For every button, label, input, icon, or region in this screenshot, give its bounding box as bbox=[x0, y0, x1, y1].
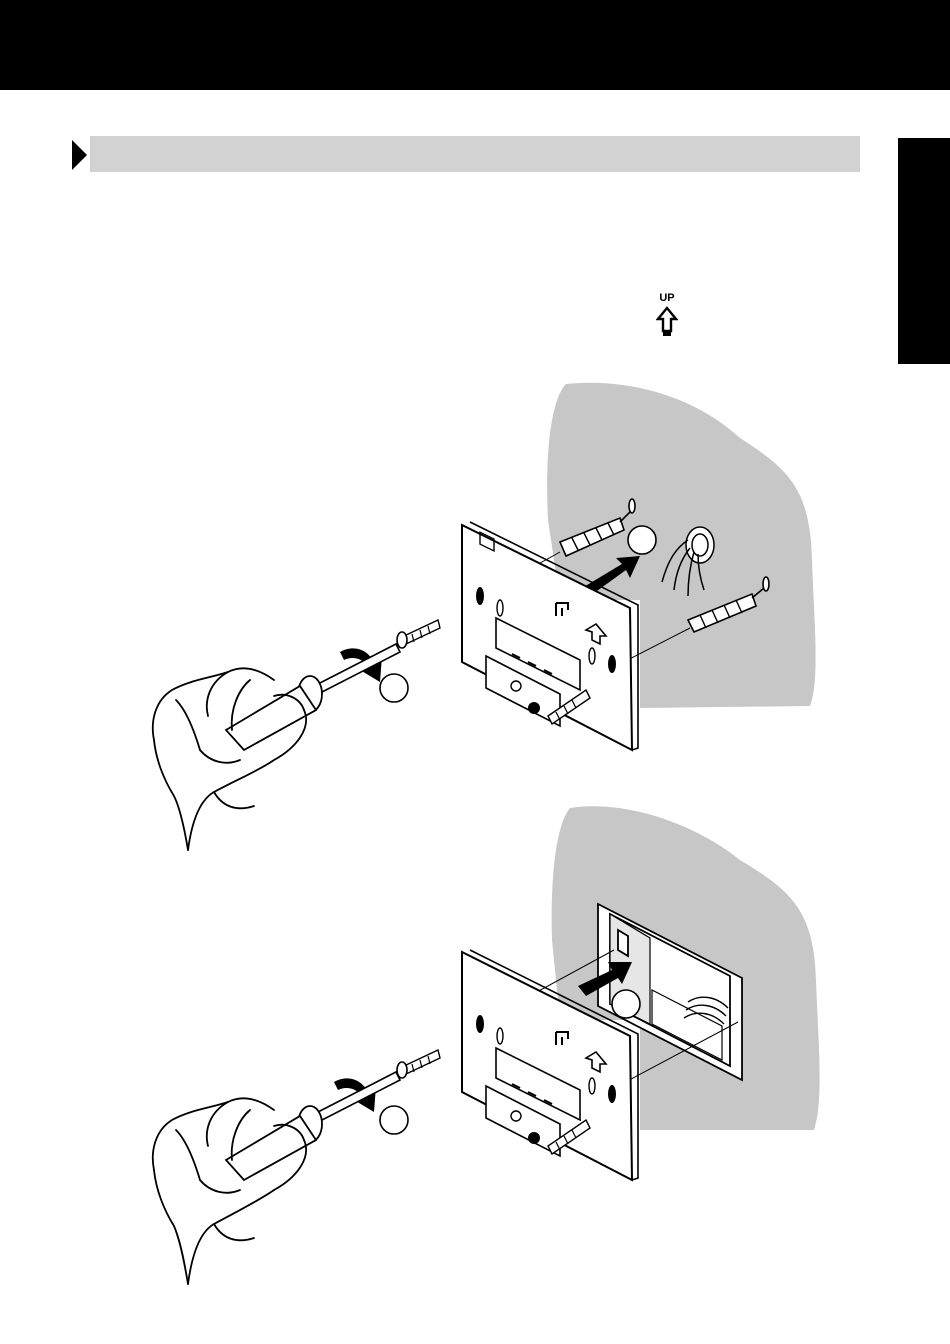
section-heading-bar bbox=[90, 136, 860, 172]
screwdriver-icon bbox=[226, 1072, 400, 1180]
step-circle-icon bbox=[628, 526, 656, 554]
screw-icon bbox=[397, 620, 440, 648]
screw-icon bbox=[397, 1050, 440, 1078]
header-banner bbox=[0, 0, 950, 90]
figure-wall-box-mounting bbox=[0, 795, 950, 1315]
step-circle-icon bbox=[612, 990, 640, 1018]
up-label: UP bbox=[652, 292, 682, 304]
language-side-tab bbox=[898, 138, 950, 364]
up-indicator: UP bbox=[652, 292, 682, 340]
section-marker-icon bbox=[72, 140, 87, 170]
step-circle-icon bbox=[380, 674, 408, 702]
step-circle-icon bbox=[380, 1106, 408, 1134]
screwdriver-icon bbox=[226, 644, 400, 750]
up-arrow-icon bbox=[656, 306, 678, 338]
